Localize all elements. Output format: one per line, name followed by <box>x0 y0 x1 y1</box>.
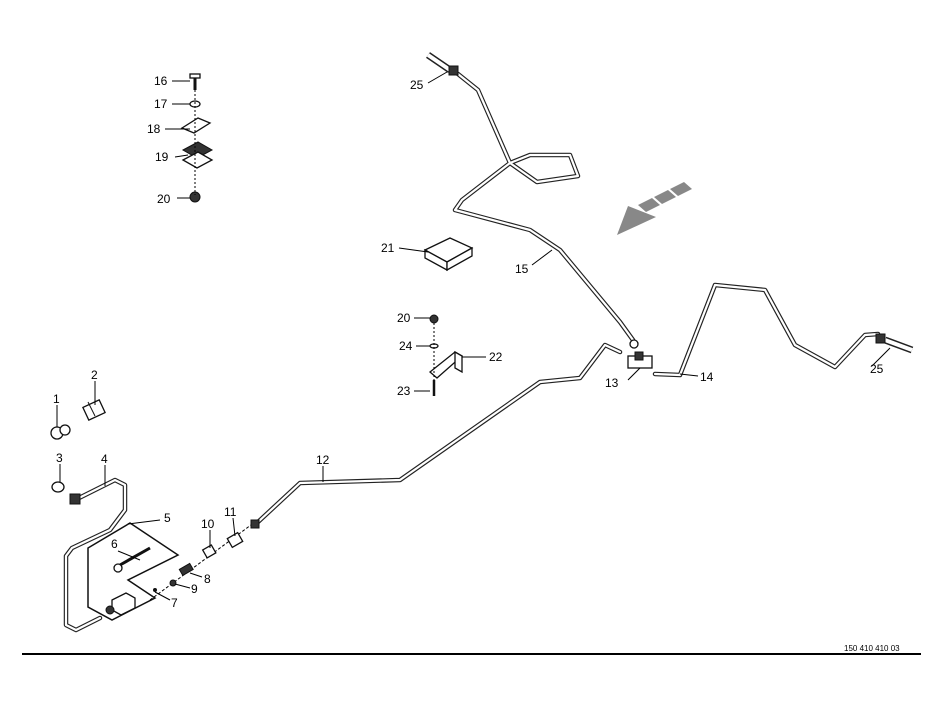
bracket-21 <box>423 237 474 272</box>
callout-10: 10 <box>201 517 215 531</box>
callout-7: 7 <box>171 596 178 610</box>
bracket-22 <box>428 314 464 396</box>
pipe-12 <box>255 342 623 525</box>
callout-8: 8 <box>204 572 211 586</box>
callout-16: 16 <box>154 74 168 88</box>
hose-fitting-25-top <box>426 52 459 76</box>
pipe-15 <box>452 71 636 343</box>
tee-fitting-13 <box>627 339 653 369</box>
callout-17: 17 <box>154 97 168 111</box>
callout-24: 24 <box>399 339 413 353</box>
leader-lines <box>56 71 891 601</box>
hose-fitting-25-right <box>875 333 914 354</box>
clamp-1 <box>50 424 71 440</box>
callout-18: 18 <box>147 122 161 136</box>
callout-20: 20 <box>157 192 171 206</box>
direction-arrow-icon <box>617 182 692 235</box>
callout-9: 9 <box>191 582 198 596</box>
callout-25: 25 <box>410 78 424 92</box>
callout-1: 1 <box>53 392 60 406</box>
fitting-2 <box>82 398 106 422</box>
callout-15: 15 <box>515 262 529 276</box>
clamp-assembly <box>180 73 214 203</box>
callout-25: 25 <box>870 362 884 376</box>
callout-3: 3 <box>56 451 63 465</box>
callout-20: 20 <box>397 311 411 325</box>
callout-11: 11 <box>224 505 237 519</box>
callout-19: 19 <box>155 150 169 164</box>
callout-labels: 16 17 18 19 20 25 21 15 20 24 22 23 13 1… <box>53 74 884 610</box>
cap-3 <box>51 481 65 493</box>
valve-assembly-5 <box>87 522 180 621</box>
hose-4 <box>63 477 128 633</box>
callout-5: 5 <box>164 511 171 525</box>
drawing-number: 150 410 410 03 <box>844 644 900 653</box>
callout-2: 2 <box>91 368 98 382</box>
callout-6: 6 <box>111 537 118 551</box>
callout-22: 22 <box>489 350 503 364</box>
callout-23: 23 <box>397 384 411 398</box>
callout-4: 4 <box>101 452 108 466</box>
callout-12: 12 <box>316 453 330 467</box>
pipe-14 <box>652 282 881 378</box>
callout-13: 13 <box>605 376 619 390</box>
callout-14: 14 <box>700 370 714 384</box>
callout-21: 21 <box>381 241 395 255</box>
fittings-7-11 <box>149 519 260 601</box>
